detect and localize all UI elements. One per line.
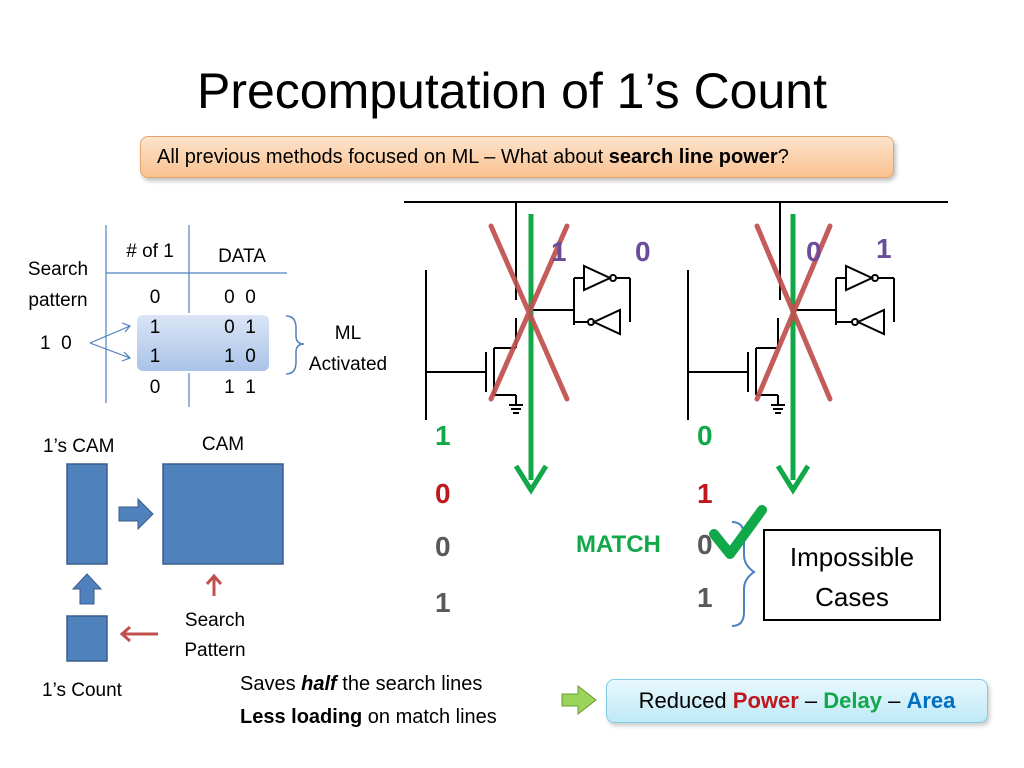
search-label-1: Search: [27, 259, 89, 280]
table-header-count: # of 1: [126, 241, 174, 262]
cell-left-bit-right: 0: [635, 236, 651, 267]
cam-label: CAM: [201, 434, 245, 455]
reduced-dash-2: –: [882, 688, 907, 713]
reduced-box: Reduced Power – Delay – Area: [606, 679, 988, 723]
savings-half: half: [301, 673, 337, 695]
cross-right: [754, 223, 833, 402]
reduced-prefix: Reduced: [638, 688, 733, 713]
savings-line-1-a: Saves: [240, 673, 302, 695]
callout-suffix: ?: [777, 146, 789, 168]
ones-cam-block: [66, 463, 108, 565]
ones-count-block: [66, 615, 108, 662]
ones-count-label: 1’s Count: [42, 680, 122, 701]
highlight-rows: [135, 313, 271, 373]
reduced-delay: Delay: [823, 688, 882, 713]
search-pattern-label-2: Pattern: [184, 640, 246, 661]
arrow-line-up: [89, 325, 131, 344]
table-row-count: 0: [149, 287, 161, 308]
right-col-digit-3: 0: [697, 529, 713, 560]
table-row-data: 1 1: [224, 377, 256, 398]
table-row-count: 1: [149, 346, 161, 367]
right-col-digit-1: 0: [697, 420, 713, 451]
callout-bold: search line power: [608, 146, 778, 168]
search-label-2: pattern: [28, 290, 88, 311]
savings-line-2: Less loading on match lines: [240, 706, 497, 729]
green-arrow-right-head: [775, 464, 811, 495]
cell-right-bit-right: 1: [876, 233, 892, 264]
cam-block: [162, 463, 284, 565]
right-col-digit-2: 1: [697, 478, 713, 509]
green-right-arrow-icon: [561, 684, 597, 716]
table-row-data: 0 1: [224, 317, 256, 338]
reduced-dash-1: –: [798, 688, 824, 713]
savings-line-1: Saves half the search lines: [240, 673, 482, 696]
search-pattern-label-1: Search: [184, 610, 246, 631]
cell-left-bit-left: 1: [551, 236, 567, 267]
block-arrow-up: [71, 573, 103, 605]
right-col-digit-4: 1: [697, 582, 713, 613]
ml-label-1: ML: [334, 323, 362, 344]
callout-prefix: All previous methods focused on ML – Wha…: [157, 146, 609, 168]
page-title: Precomputation of 1’s Count: [196, 63, 827, 119]
left-col-digit-3: 0: [435, 531, 451, 562]
match-label: MATCH: [576, 531, 661, 558]
savings-line-2-b: on match lines: [362, 706, 497, 728]
cell-right-bit-left: 0: [806, 236, 822, 267]
impossible-line-2: Cases: [815, 582, 889, 612]
block-arrow-right: [118, 497, 154, 531]
savings-less-loading: Less loading: [240, 706, 363, 728]
left-col-digit-4: 1: [435, 587, 451, 618]
left-col-digit-2: 0: [435, 478, 451, 509]
table-header-data: DATA: [218, 246, 266, 267]
left-col-digit-1: 1: [435, 420, 451, 451]
table-row-data: 1 0: [224, 346, 256, 367]
table-row-count: 1: [149, 317, 161, 338]
ml-brace: [285, 315, 305, 375]
cross-left: [488, 223, 570, 402]
reduced-area: Area: [906, 688, 956, 713]
table-row-count: 0: [149, 377, 161, 398]
table-row-data: 0 0: [224, 287, 256, 308]
search-value: 1 0: [40, 333, 72, 354]
impossible-cases-box: Impossible Cases: [763, 529, 941, 621]
ml-label-2: Activated: [308, 354, 388, 375]
green-arrow-left-head: [513, 464, 549, 495]
check-icon: [709, 505, 767, 559]
savings-line-1-c: the search lines: [336, 673, 483, 695]
callout-box: All previous methods focused on ML – Wha…: [140, 136, 894, 178]
reduced-power: Power: [732, 688, 799, 713]
arrow-line-down: [89, 342, 131, 359]
ones-cam-label: 1’s CAM: [43, 436, 115, 457]
impossible-line-1: Impossible: [789, 542, 915, 572]
